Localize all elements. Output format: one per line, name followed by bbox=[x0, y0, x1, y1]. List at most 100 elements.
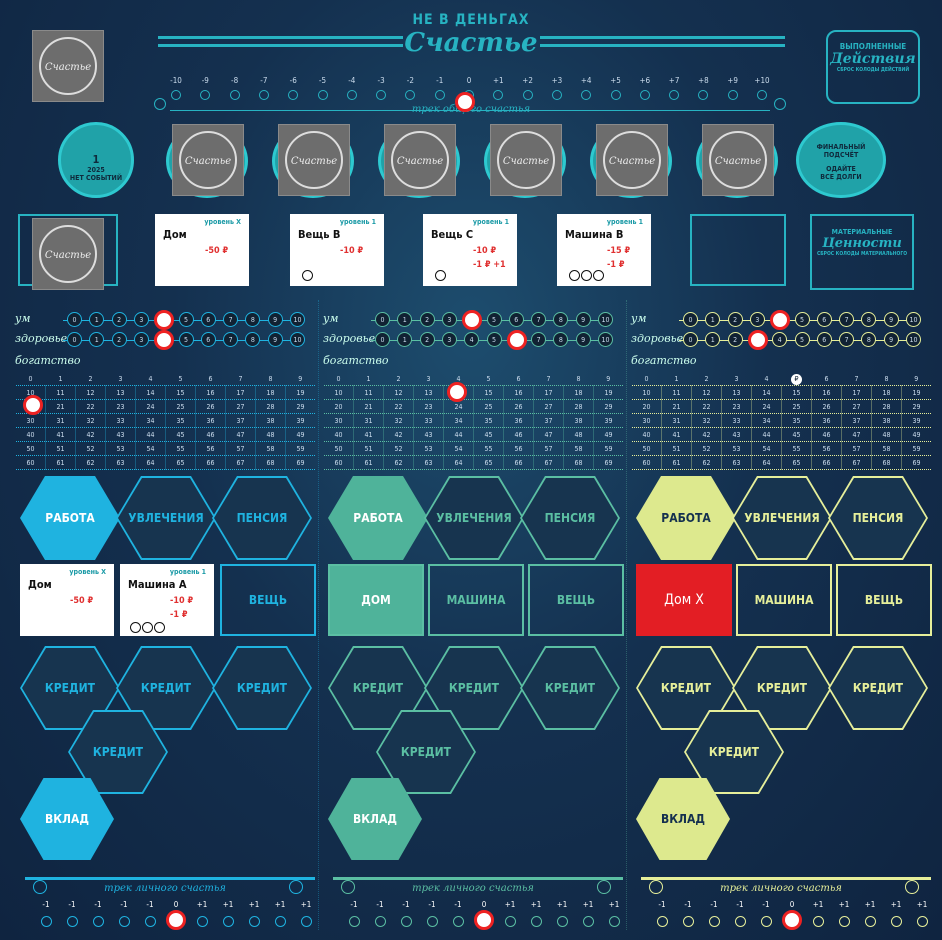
personal-track-slot[interactable] bbox=[375, 916, 386, 927]
mind-scale-slot[interactable]: 3 bbox=[441, 312, 457, 327]
wealth-cell[interactable]: 28 bbox=[563, 399, 594, 414]
wealth-cell[interactable]: 55 bbox=[165, 441, 196, 456]
global-track-slot[interactable] bbox=[200, 90, 211, 100]
wealth-cell[interactable]: 55 bbox=[473, 441, 504, 456]
mind-scale-slot[interactable]: 0 bbox=[67, 312, 82, 327]
wealth-cell[interactable]: 46 bbox=[195, 427, 226, 442]
mind-scale-slot[interactable]: 7 bbox=[839, 312, 855, 327]
wealth-cell[interactable]: 27 bbox=[533, 399, 564, 414]
wealth-cell[interactable]: 20 bbox=[323, 399, 354, 414]
wealth-cell[interactable]: 41 bbox=[353, 427, 384, 442]
global-track-slot[interactable] bbox=[229, 90, 240, 100]
asset-slot[interactable]: Дом X bbox=[636, 564, 732, 636]
wealth-cell[interactable]: 62 bbox=[691, 455, 722, 470]
personal-track-slot[interactable] bbox=[709, 916, 720, 927]
mind-scale-slot[interactable]: 1 bbox=[89, 312, 105, 327]
personal-track-slot[interactable] bbox=[657, 916, 668, 927]
wealth-cell[interactable]: 25 bbox=[781, 399, 812, 414]
mind-scale-slot[interactable]: 1 bbox=[397, 312, 413, 327]
wealth-cell[interactable]: 40 bbox=[631, 427, 662, 442]
mind-scale-slot[interactable]: 10 bbox=[290, 312, 305, 327]
wealth-cell[interactable]: 67 bbox=[225, 455, 256, 470]
personal-track-slot[interactable] bbox=[197, 916, 208, 927]
wealth-cell[interactable]: 42 bbox=[383, 427, 414, 442]
mind-scale-slot[interactable]: 1 bbox=[705, 312, 721, 327]
wealth-cell[interactable]: 11 bbox=[45, 385, 76, 400]
health-scale-slot[interactable]: 0 bbox=[375, 332, 390, 347]
health-scale-slot[interactable]: 2 bbox=[111, 332, 127, 347]
wealth-cell[interactable]: 2 bbox=[691, 372, 722, 386]
wealth-cell[interactable]: 59 bbox=[593, 441, 623, 456]
wealth-cell[interactable]: 5 bbox=[165, 372, 196, 386]
wealth-cell[interactable]: 58 bbox=[563, 441, 594, 456]
wealth-cell[interactable]: 48 bbox=[871, 427, 902, 442]
wealth-cell[interactable]: 60 bbox=[323, 455, 354, 470]
wealth-cell[interactable]: 58 bbox=[255, 441, 286, 456]
wealth-cell[interactable]: 51 bbox=[45, 441, 76, 456]
personal-track-slot[interactable] bbox=[839, 916, 850, 927]
wealth-cell[interactable]: 55 bbox=[781, 441, 812, 456]
job-active[interactable]: РАБОТА bbox=[328, 476, 428, 560]
wealth-cell[interactable]: 32 bbox=[691, 413, 722, 428]
mind-scale-slot[interactable]: 0 bbox=[375, 312, 390, 327]
global-track-slot[interactable] bbox=[727, 90, 738, 100]
wealth-cell[interactable]: 21 bbox=[661, 399, 692, 414]
wealth-cell[interactable]: 38 bbox=[563, 413, 594, 428]
global-track-slot[interactable] bbox=[317, 90, 328, 100]
health-scale-slot[interactable]: 9 bbox=[883, 332, 899, 347]
wealth-cell[interactable]: 0 bbox=[15, 372, 46, 386]
personal-track-slot[interactable] bbox=[301, 916, 312, 927]
wealth-cell[interactable]: 6 bbox=[811, 372, 842, 386]
wealth-cell[interactable]: 7 bbox=[533, 372, 564, 386]
wealth-cell[interactable]: 65 bbox=[473, 455, 504, 470]
wealth-cell[interactable]: 67 bbox=[841, 455, 872, 470]
wealth-cell[interactable]: 15 bbox=[473, 385, 504, 400]
mind-scale-slot[interactable]: 8 bbox=[861, 312, 877, 327]
wealth-cell[interactable]: 12 bbox=[75, 385, 106, 400]
health-scale-slot[interactable]: 0 bbox=[683, 332, 698, 347]
mind-scale-slot[interactable]: 10 bbox=[598, 312, 613, 327]
wealth-cell[interactable]: 25 bbox=[473, 399, 504, 414]
wealth-cell[interactable]: 1 bbox=[661, 372, 692, 386]
wealth-cell[interactable]: 22 bbox=[383, 399, 414, 414]
wealth-cell[interactable]: 53 bbox=[413, 441, 444, 456]
wealth-cell[interactable]: 58 bbox=[871, 441, 902, 456]
wealth-cell[interactable]: 48 bbox=[255, 427, 286, 442]
wealth-marker[interactable] bbox=[447, 382, 467, 402]
wealth-cell[interactable]: 12 bbox=[691, 385, 722, 400]
wealth-cell[interactable]: 68 bbox=[255, 455, 286, 470]
wealth-cell[interactable]: 23 bbox=[413, 399, 444, 414]
wealth-cell[interactable]: 53 bbox=[105, 441, 136, 456]
wealth-cell[interactable]: 49 bbox=[901, 427, 931, 442]
health-scale-slot[interactable]: 10 bbox=[598, 332, 613, 347]
wealth-cell[interactable]: 1 bbox=[353, 372, 384, 386]
mind-scale-slot[interactable]: 3 bbox=[133, 312, 149, 327]
personal-track-marker[interactable] bbox=[474, 910, 494, 930]
wealth-cell[interactable]: 21 bbox=[45, 399, 76, 414]
wealth-cell[interactable]: 11 bbox=[661, 385, 692, 400]
wealth-cell[interactable]: 32 bbox=[75, 413, 106, 428]
wealth-cell[interactable]: 18 bbox=[563, 385, 594, 400]
wealth-cell[interactable]: 65 bbox=[781, 455, 812, 470]
wealth-cell[interactable]: 48 bbox=[563, 427, 594, 442]
wealth-cell[interactable]: 42 bbox=[691, 427, 722, 442]
health-scale-slot[interactable]: 5 bbox=[486, 332, 502, 347]
job-slot[interactable]: УВЛЕЧЕНИЯ bbox=[732, 476, 832, 560]
wealth-cell[interactable]: 22 bbox=[691, 399, 722, 414]
wealth-cell[interactable]: 64 bbox=[135, 455, 166, 470]
wealth-cell[interactable]: 31 bbox=[661, 413, 692, 428]
wealth-cell[interactable]: 20 bbox=[631, 399, 662, 414]
mind-scale-slot[interactable]: 7 bbox=[223, 312, 239, 327]
personal-track-slot[interactable] bbox=[427, 916, 438, 927]
wealth-cell[interactable]: 18 bbox=[255, 385, 286, 400]
actions-badge[interactable]: ВЫПОЛНЕННЫЕ Действия СБРОС КОЛОДЫ ДЕЙСТВ… bbox=[826, 30, 920, 104]
wealth-cell[interactable]: 63 bbox=[105, 455, 136, 470]
wealth-cell[interactable]: 45 bbox=[473, 427, 504, 442]
wealth-cell[interactable]: 68 bbox=[563, 455, 594, 470]
wealth-cell[interactable]: 30 bbox=[631, 413, 662, 428]
mind-scale-slot[interactable]: 6 bbox=[508, 312, 524, 327]
health-scale-slot[interactable]: 2 bbox=[419, 332, 435, 347]
global-track-slot[interactable] bbox=[551, 90, 562, 100]
wealth-cell[interactable]: 40 bbox=[15, 427, 46, 442]
wealth-cell[interactable]: 38 bbox=[871, 413, 902, 428]
